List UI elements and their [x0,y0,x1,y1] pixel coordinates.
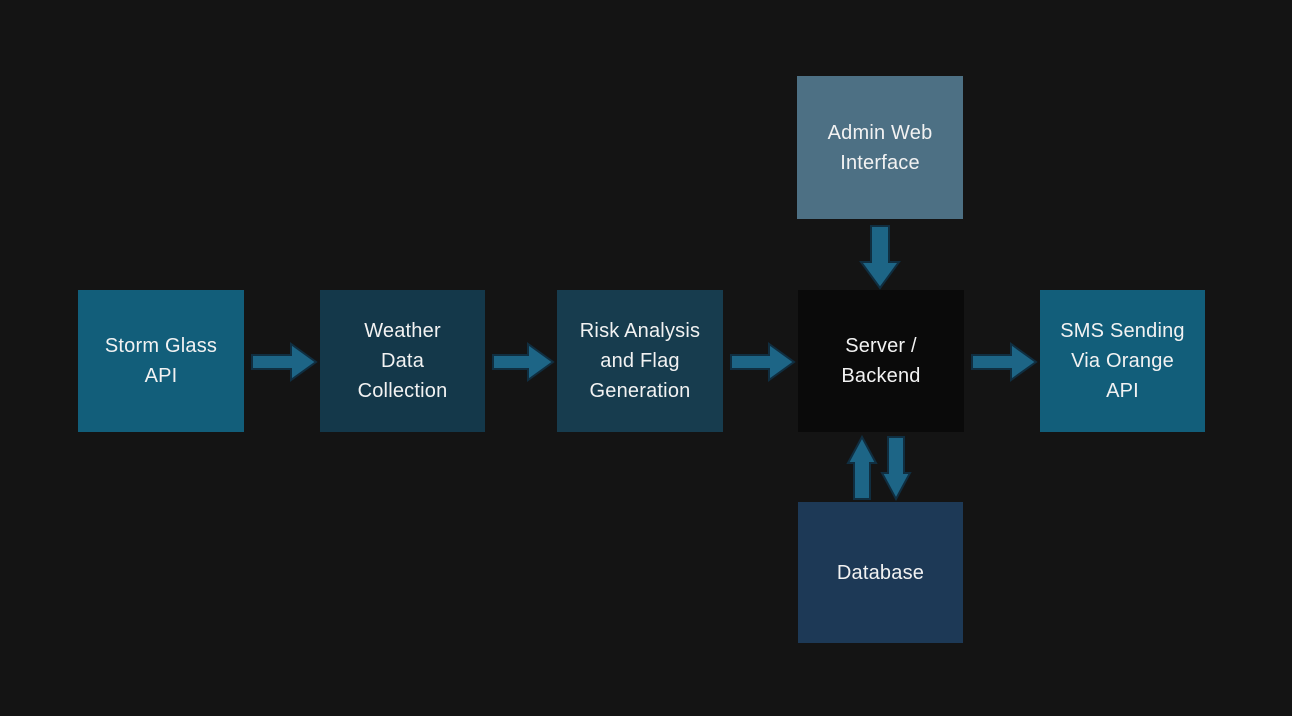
node-risk-analysis-and-flag-generation: Risk Analysis and Flag Generation [557,290,723,432]
arrow-weather-to-risk-icon [492,342,555,382]
node-storm-glass-api: Storm Glass API [78,290,244,432]
node-label-line: Risk Analysis [579,320,701,342]
node-label-line: Storm Glass [104,335,218,357]
node-label-line: Weather [364,320,441,342]
arrow-admin-to-server-icon [859,225,901,290]
node-label-line: Database [836,561,925,584]
arrow-storm-to-weather-icon [251,342,318,382]
node-label-line: Server / [845,335,917,357]
node-label-line: and Flag [600,350,680,372]
arrow-server-to-database-icon [880,436,912,502]
arrow-server-to-sms-icon [971,342,1038,382]
node-label-line: Interface [840,151,920,174]
node-label-line: API [144,365,178,387]
node-sms-sending-via-orange-api: SMS Sending Via Orange API [1040,290,1205,432]
node-label-line: Collection [357,380,448,402]
arrow-database-to-server-icon [846,434,878,500]
node-label-line: Data [380,350,425,372]
node-database: Database [798,502,963,643]
node-server-backend: Server / Backend [798,290,964,432]
node-label-line: Via Orange [1071,350,1174,372]
node-label-line: SMS Sending [1060,320,1185,342]
node-label-line: Admin Web [827,121,933,144]
arrow-risk-to-server-icon [730,342,796,382]
node-admin-web-interface: Admin Web Interface [797,76,963,219]
node-label-line: Backend [841,365,921,387]
node-weather-data-collection: Weather Data Collection [320,290,485,432]
node-label-line: API [1106,380,1139,402]
node-label-line: Generation [589,380,691,402]
